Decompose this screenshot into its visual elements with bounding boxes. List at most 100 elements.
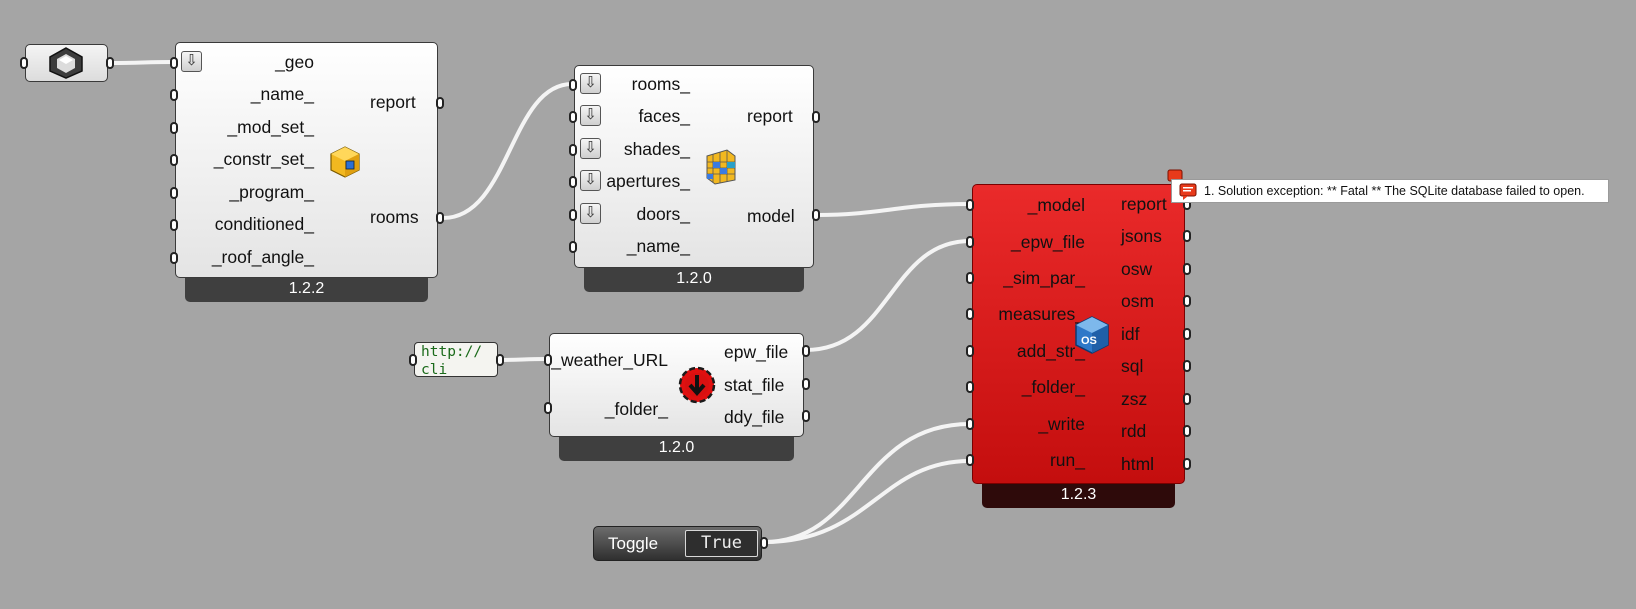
- version-label: 1.2.0: [559, 437, 794, 461]
- geometry-param-output-port[interactable]: [106, 57, 114, 69]
- weather-output-port[interactable]: [802, 378, 810, 390]
- osm-output-port[interactable]: [1183, 458, 1191, 470]
- output-label: report: [370, 92, 416, 112]
- osm-input-port[interactable]: [966, 272, 974, 284]
- osm-input-port[interactable]: [966, 454, 974, 466]
- output-label: rooms: [370, 207, 419, 227]
- model-input-port[interactable]: [569, 79, 577, 91]
- osm-input-port[interactable]: [966, 308, 974, 320]
- model-input-port[interactable]: [569, 176, 577, 188]
- model-output-port[interactable]: [812, 111, 820, 123]
- input-label: _sim_par_: [1003, 268, 1085, 288]
- input-label: faces_: [638, 106, 690, 126]
- input-label: _folder_: [604, 399, 668, 419]
- url-panel[interactable]: http://cli: [414, 342, 498, 377]
- weather-input-port[interactable]: [544, 354, 552, 366]
- model-output-port[interactable]: [812, 209, 820, 221]
- output-label: report: [747, 106, 793, 126]
- flatten-arrow-icon[interactable]: ⇩: [181, 51, 202, 72]
- input-label: _name_: [626, 236, 690, 256]
- svg-text:OS: OS: [1081, 335, 1097, 347]
- output-label: epw_file: [724, 342, 789, 362]
- toggle-output-port[interactable]: [760, 537, 768, 549]
- url-panel-text: http://cli: [421, 344, 483, 377]
- osm-input-port[interactable]: [966, 418, 974, 430]
- room-input-port[interactable]: [170, 252, 178, 264]
- url-panel-input-port[interactable]: [409, 354, 417, 366]
- room-cube-icon: [330, 146, 360, 178]
- error-message-text: 1. Solution exception: ** Fatal ** The S…: [1204, 184, 1585, 198]
- input-label: _model: [1027, 195, 1085, 215]
- weather-output-port[interactable]: [802, 410, 810, 422]
- model-component[interactable]: ⇩ ⇩ ⇩ ⇩ ⇩ rooms_ faces_ shades_ aperture…: [574, 65, 814, 268]
- geometry-param-icon: [49, 47, 83, 79]
- model-input-port[interactable]: [569, 144, 577, 156]
- output-label: osw: [1121, 259, 1153, 279]
- openstudio-icon: OS: [1075, 316, 1109, 354]
- error-tooltip: 1. Solution exception: ** Fatal ** The S…: [1171, 179, 1609, 203]
- weather-output-port[interactable]: [802, 345, 810, 357]
- input-label: run_: [1049, 450, 1085, 470]
- input-label: apertures_: [606, 171, 690, 191]
- model-input-port[interactable]: [569, 209, 577, 221]
- model-input-port[interactable]: [569, 241, 577, 253]
- input-label: _mod_set_: [227, 117, 314, 137]
- version-label: 1.2.0: [584, 268, 804, 292]
- input-label: doors_: [636, 204, 690, 224]
- flatten-arrow-icon[interactable]: ⇩: [580, 73, 601, 94]
- room-input-port[interactable]: [170, 187, 178, 199]
- flatten-arrow-icon[interactable]: ⇩: [580, 203, 601, 224]
- wire-geo: [108, 60, 174, 65]
- input-label: _constr_set_: [213, 149, 314, 169]
- osm-input-port[interactable]: [966, 381, 974, 393]
- boolean-toggle[interactable]: Toggle True: [593, 526, 762, 561]
- wire-toggle-write: [762, 422, 972, 544]
- room-component[interactable]: ⇩ _geo _name_ _mod_set_ _constr_set_ _pr…: [175, 42, 438, 278]
- input-label: add_str_: [1016, 341, 1085, 361]
- output-label: zsz: [1121, 389, 1148, 409]
- osm-output-port[interactable]: [1183, 425, 1191, 437]
- input-label: _weather_URL: [551, 350, 668, 370]
- output-label: rdd: [1121, 421, 1147, 441]
- room-input-port[interactable]: [170, 154, 178, 166]
- toggle-value: True: [701, 533, 742, 553]
- osm-input-port[interactable]: [966, 345, 974, 357]
- model-input-port[interactable]: [569, 111, 577, 123]
- osm-output-port[interactable]: [1183, 230, 1191, 242]
- wire-model: [815, 202, 972, 217]
- osm-output-port[interactable]: [1183, 360, 1191, 372]
- osm-output-port[interactable]: [1183, 295, 1191, 307]
- error-message-icon: [1179, 183, 1197, 200]
- flatten-arrow-icon[interactable]: ⇩: [580, 170, 601, 191]
- wire-url: [496, 357, 548, 362]
- weather-input-port[interactable]: [544, 402, 552, 414]
- output-label: stat_file: [724, 375, 785, 395]
- osm-output-port[interactable]: [1183, 393, 1191, 405]
- geometry-param[interactable]: [25, 44, 108, 82]
- weather-component[interactable]: _weather_URL _folder_ epw_file stat_file…: [549, 333, 804, 437]
- run-openstudio-component[interactable]: _model _epw_file _sim_par_ measures_ add…: [972, 184, 1185, 484]
- osm-input-port[interactable]: [966, 236, 974, 248]
- download-weather-icon: [678, 366, 716, 404]
- room-input-port[interactable]: [170, 122, 178, 134]
- room-input-port[interactable]: [170, 89, 178, 101]
- room-output-port[interactable]: [436, 212, 444, 224]
- url-panel-output-port[interactable]: [496, 354, 504, 366]
- flatten-arrow-icon[interactable]: ⇩: [580, 138, 601, 159]
- room-input-port[interactable]: [170, 57, 178, 69]
- toggle-value-box[interactable]: True: [685, 530, 758, 557]
- output-label: jsons: [1121, 226, 1162, 246]
- osm-input-port[interactable]: [966, 199, 974, 211]
- osm-output-port[interactable]: [1183, 328, 1191, 340]
- input-label: _geo: [275, 52, 314, 72]
- osm-output-port[interactable]: [1183, 263, 1191, 275]
- geometry-param-input-port[interactable]: [20, 57, 28, 69]
- room-input-port[interactable]: [170, 219, 178, 231]
- room-output-port[interactable]: [436, 97, 444, 109]
- output-label: report: [1121, 194, 1167, 214]
- flatten-arrow-icon[interactable]: ⇩: [580, 105, 601, 126]
- wire-epw: [804, 239, 972, 352]
- input-label: measures_: [998, 304, 1085, 324]
- input-label: _epw_file: [1011, 232, 1085, 252]
